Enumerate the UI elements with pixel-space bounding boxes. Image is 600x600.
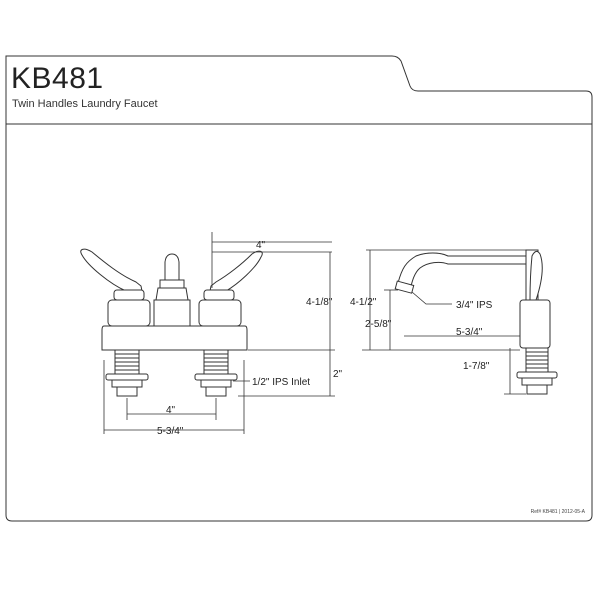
aerator xyxy=(394,280,415,294)
side-handle xyxy=(529,250,543,301)
left-handle-base xyxy=(107,299,151,327)
right-handle-cap xyxy=(203,289,235,301)
dim-front-bottom-spacing: 4" xyxy=(166,405,176,416)
left-handle-cap xyxy=(113,289,145,301)
spout-tube xyxy=(397,252,529,291)
product-description: Twin Handles Laundry Faucet xyxy=(12,98,158,110)
dim-side-reach: 5-3/4" xyxy=(456,327,483,338)
model-number: KB481 xyxy=(11,62,104,95)
side-dimensions xyxy=(362,249,526,395)
right-handle xyxy=(208,250,263,301)
dim-front-top-spacing: 4" xyxy=(256,240,266,251)
faucet-body xyxy=(101,325,248,351)
front-dimensions xyxy=(103,232,335,434)
right-shank xyxy=(194,349,238,397)
callout-outlet: 3/4" IPS xyxy=(456,300,493,311)
left-handle xyxy=(80,248,144,301)
side-view xyxy=(394,249,558,395)
left-shank xyxy=(105,349,149,397)
reference-number: Ref# KB481 | 2012-05-A xyxy=(530,509,585,515)
dim-side-spout-height: 2-5/8" xyxy=(365,319,392,330)
sheet-frame xyxy=(5,55,593,522)
spout-collar xyxy=(155,287,189,301)
spout-nut xyxy=(159,279,185,289)
spout-stem xyxy=(164,253,180,286)
side-body xyxy=(519,299,551,349)
dim-side-total-height: 4-1/2" xyxy=(350,297,377,308)
front-view xyxy=(80,248,263,397)
dim-side-shank: 1-7/8" xyxy=(463,361,490,372)
dim-front-height: 4-1/8" xyxy=(306,297,333,308)
right-handle-base xyxy=(198,299,242,327)
dim-front-bottom-width: 5-3/4" xyxy=(157,426,184,437)
spout-base xyxy=(153,299,191,327)
callout-inlet: 1/2" IPS Inlet xyxy=(252,377,310,388)
side-shank xyxy=(516,347,558,395)
dim-front-shank: 2" xyxy=(333,369,343,380)
